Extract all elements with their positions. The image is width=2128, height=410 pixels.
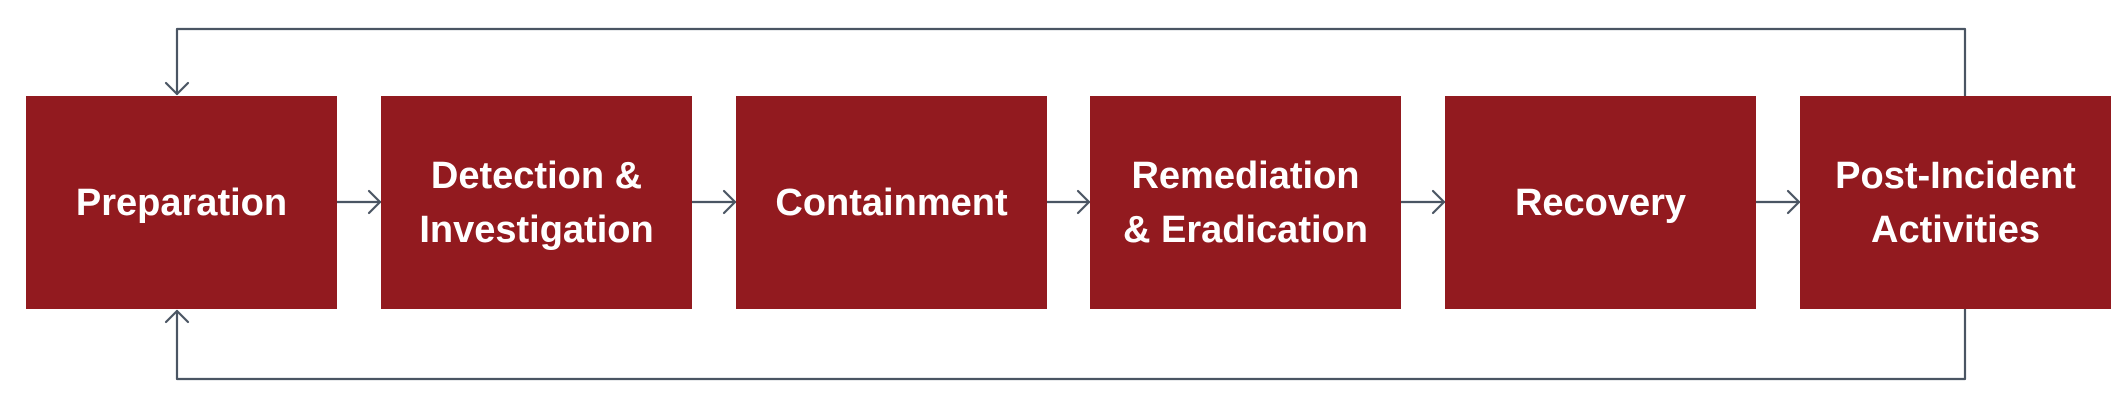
arrow-preparation-to-detection <box>335 189 382 215</box>
loop-top-arrow <box>164 27 1967 98</box>
step-label: Containment <box>775 181 1008 224</box>
arrow-remediation-to-recovery <box>1399 189 1446 215</box>
loop-bottom-arrow <box>164 307 1967 381</box>
step-box-recovery: Recovery <box>1445 96 1756 309</box>
step-box-preparation: Preparation <box>26 96 337 309</box>
step-label: Detection & Investigation <box>419 154 654 251</box>
step-box-post-incident-activities: Post-Incident Activities <box>1800 96 2111 309</box>
step-label: Remediation & Eradication <box>1123 154 1368 251</box>
step-label: Post-Incident Activities <box>1835 154 2076 251</box>
step-label: Recovery <box>1514 181 1687 224</box>
step-box-remediation-eradication: Remediation & Eradication <box>1090 96 1401 309</box>
arrow-containment-to-remediation <box>1045 189 1091 215</box>
step-box-containment: Containment <box>736 96 1047 309</box>
arrow-detection-to-containment <box>690 189 737 215</box>
step-box-detection-investigation: Detection & Investigation <box>381 96 692 309</box>
step-label: Preparation <box>75 181 288 224</box>
arrow-recovery-to-post-incident <box>1754 189 1801 215</box>
